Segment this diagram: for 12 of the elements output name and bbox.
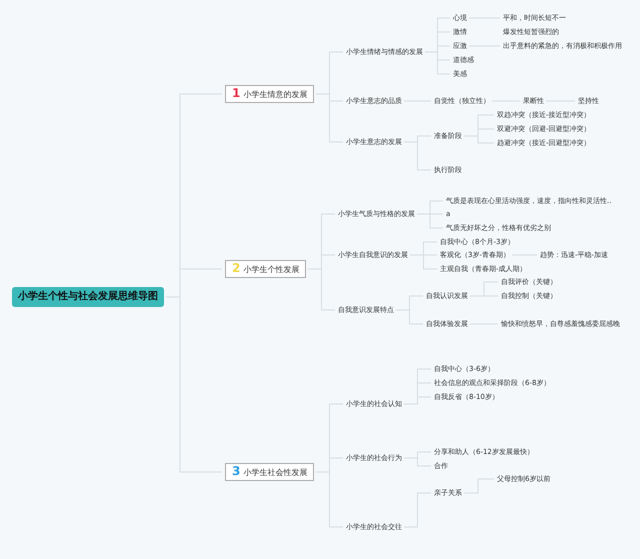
topic-number: 2	[232, 261, 240, 275]
topic-title: 小学生个性发展	[243, 265, 300, 274]
title-box: 小学生个性与社会发展思维导图	[12, 287, 164, 307]
topic-number: 1	[232, 86, 240, 100]
topic-number: 3	[232, 464, 240, 478]
topic-box	[225, 85, 314, 103]
topic-title: 小学生情意的发展	[243, 90, 308, 99]
connector-line	[464, 478, 494, 494]
topic-title: 小学生社会性发展	[243, 468, 308, 477]
connector-line	[404, 492, 432, 528]
topic-box	[225, 463, 314, 481]
topic-box	[225, 260, 306, 278]
